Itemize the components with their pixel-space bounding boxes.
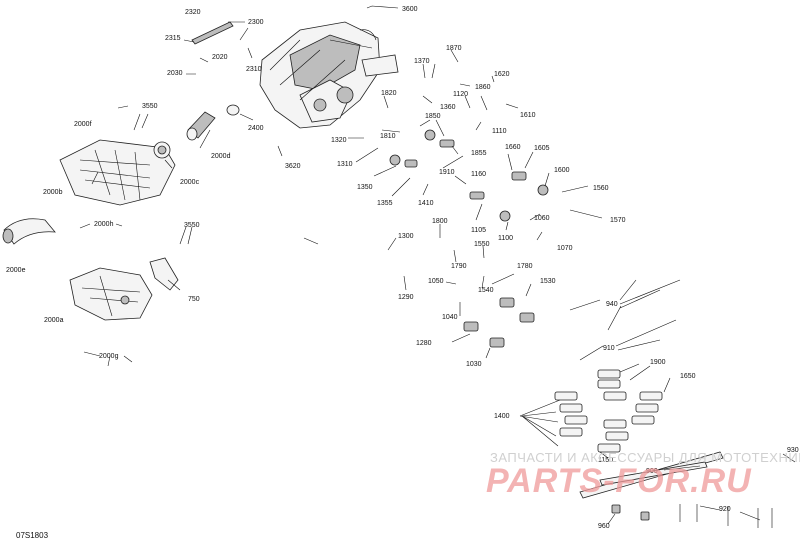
- callout-1860: 1860: [475, 84, 491, 91]
- callout-1820: 1820: [381, 90, 397, 97]
- callout-1910: 1910: [439, 169, 455, 176]
- intake-hose: [186, 111, 216, 141]
- callout-1050: 1050: [428, 278, 444, 285]
- coolant-hose: [191, 21, 234, 45]
- callout-labels: 2320 2300 3600 2315 2020 2030 2310 1870 …: [6, 6, 799, 530]
- long-straps: [579, 451, 724, 499]
- callout-1605: 1605: [534, 145, 550, 152]
- diagram-code: 07S1803: [16, 531, 49, 540]
- callout-1060: 1060: [534, 215, 550, 222]
- o-ring: [226, 104, 240, 116]
- callout-1110: 1110: [492, 128, 507, 135]
- callout-1650: 1650: [680, 373, 696, 380]
- callout-1040: 1040: [442, 314, 458, 321]
- callout-1360: 1360: [440, 104, 456, 111]
- callout-2000h: 2000h: [94, 221, 114, 228]
- callout-1620: 1620: [494, 71, 510, 78]
- callout-2000f: 2000f: [74, 121, 92, 128]
- callout-1900: 1900: [650, 359, 666, 366]
- callout-750: 750: [188, 296, 200, 303]
- callout-2030: 2030: [167, 70, 183, 77]
- callout-2300: 2300: [248, 19, 264, 26]
- oil-pan: [69, 267, 153, 321]
- callout-900: 900: [646, 468, 658, 475]
- callout-3550-top: 3550: [142, 103, 158, 110]
- callout-3620: 3620: [285, 163, 301, 170]
- callout-1105: 1105: [471, 227, 486, 234]
- throttle-body: [153, 141, 171, 159]
- callout-1410: 1410: [418, 200, 434, 207]
- callout-3600: 3600: [402, 6, 418, 13]
- callout-2020: 2020: [212, 54, 228, 61]
- callout-1310: 1310: [337, 161, 353, 168]
- callout-2315: 2315: [165, 35, 181, 42]
- watermark-tagline: ЗАПЧАСТИ И АКСЕССУАРЫ ДЛЯ МОТОТЕХНИКИ: [490, 450, 800, 465]
- callout-920: 920: [719, 506, 731, 513]
- callout-1660: 1660: [505, 144, 521, 151]
- callout-1790: 1790: [451, 263, 467, 270]
- callout-2400: 2400: [248, 125, 264, 132]
- callout-1160: 1160: [471, 171, 486, 178]
- callout-2000c: 2000c: [180, 179, 200, 186]
- callout-2000e: 2000e: [6, 267, 26, 274]
- callout-1850: 1850: [425, 113, 441, 120]
- callout-1070: 1070: [557, 245, 573, 252]
- callout-1600: 1600: [554, 167, 570, 174]
- callout-2320: 2320: [185, 9, 201, 16]
- callout-1870: 1870: [446, 45, 462, 52]
- leader-lines: [79, 5, 796, 525]
- engine-assembly: [259, 21, 399, 129]
- callout-1550: 1550: [474, 241, 490, 248]
- callout-2000b: 2000b: [43, 189, 63, 196]
- callout-1320: 1320: [331, 137, 347, 144]
- intake-manifold: [59, 139, 176, 206]
- callout-1610: 1610: [520, 112, 536, 119]
- gasket-plates: [554, 369, 663, 453]
- callout-2000g: 2000g: [99, 353, 119, 360]
- callout-1280: 1280: [416, 340, 432, 347]
- hardware-parts: [389, 129, 650, 521]
- callout-1560: 1560: [593, 185, 609, 192]
- callout-2310: 2310: [246, 66, 262, 73]
- callout-1800: 1800: [432, 218, 448, 225]
- bolts: [679, 504, 773, 528]
- callout-2000a: 2000a: [44, 317, 64, 324]
- watermark-logo: PARTS-FOR.RU: [486, 462, 752, 500]
- callout-1030: 1030: [466, 361, 482, 368]
- callout-1100: 1100: [498, 235, 513, 242]
- callout-1810: 1810: [380, 133, 396, 140]
- callout-1150: 1150: [598, 457, 613, 464]
- callout-910: 910: [603, 345, 615, 352]
- callout-1780: 1780: [517, 263, 533, 270]
- callout-1570: 1570: [610, 217, 626, 224]
- callout-1350: 1350: [357, 184, 373, 191]
- callout-1530: 1530: [540, 278, 556, 285]
- callout-1400: 1400: [494, 413, 510, 420]
- callout-930: 930: [787, 447, 799, 454]
- callout-1355: 1355: [377, 200, 393, 207]
- intake-tube: [2, 218, 56, 245]
- callout-940: 940: [606, 301, 618, 308]
- callout-1855: 1855: [471, 150, 487, 157]
- callout-1290: 1290: [398, 294, 414, 301]
- callout-1120: 1120: [453, 91, 468, 98]
- callout-960: 960: [598, 523, 610, 530]
- callout-2000d: 2000d: [211, 153, 231, 160]
- callout-3550-mid: 3550: [184, 222, 200, 229]
- callout-1370: 1370: [414, 58, 430, 65]
- callout-1540: 1540: [478, 287, 494, 294]
- callout-1300: 1300: [398, 233, 414, 240]
